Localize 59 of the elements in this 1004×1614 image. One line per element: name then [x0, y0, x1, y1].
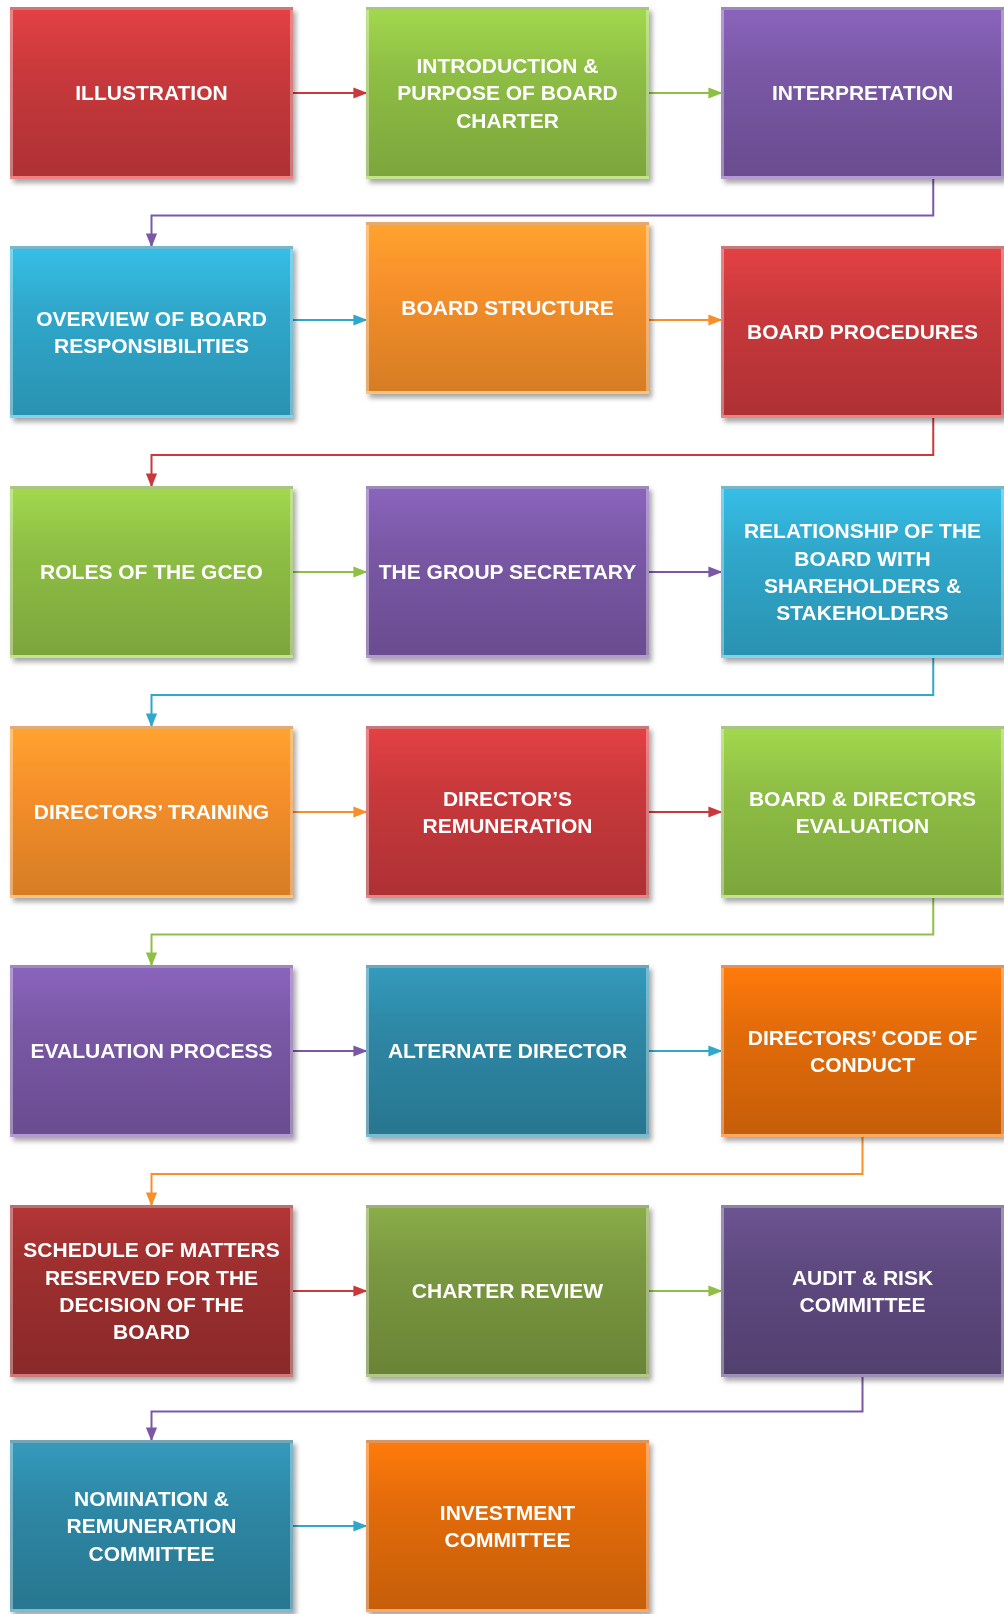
arrow: [648, 1285, 723, 1297]
process-box: [10, 486, 293, 658]
box-label: DIRECTORS’ CODE OF CONDUCT: [746, 1024, 979, 1078]
process-box: [366, 1440, 649, 1612]
arrow: [292, 87, 368, 99]
arrow: [648, 566, 723, 578]
box-label: EVALUATION PROCESS: [30, 1038, 273, 1065]
process-box: [721, 1205, 1004, 1377]
process-box: [721, 7, 1004, 179]
box-label: INTRODUCTION & PURPOSE OF BOARD CHARTER: [396, 53, 619, 134]
box-label: CHARTER REVIEW: [411, 1278, 604, 1305]
box-label: BOARD PROCEDURES: [747, 319, 978, 346]
process-box: [721, 246, 1004, 418]
arrow: [648, 314, 723, 326]
process-box: [366, 222, 649, 394]
arrow: [145, 1376, 864, 1442]
box-label: ROLES OF THE GCEO: [40, 559, 263, 586]
process-box: [721, 965, 1004, 1137]
box-label: INVESTMENT COMMITTEE: [438, 1499, 577, 1553]
process-box: [721, 726, 1004, 898]
box-label: BOARD STRUCTURE: [401, 295, 614, 322]
arrow: [292, 806, 368, 818]
process-box: [366, 7, 649, 179]
box-label: NOMINATION & REMUNERATION COMMITTEE: [65, 1486, 238, 1567]
arrow: [145, 1136, 864, 1207]
box-label: ALTERNATE DIRECTOR: [387, 1038, 628, 1065]
box-label: DIRECTORS’ TRAINING: [33, 799, 270, 826]
arrow: [648, 806, 723, 818]
process-box: [10, 726, 293, 898]
process-box: [10, 1205, 293, 1377]
arrow: [145, 178, 935, 248]
box-label: SCHEDULE OF MATTERS RESERVED FOR THE DECISION OF THE BOARD: [22, 1237, 281, 1346]
box-label: AUDIT & RISK COMMITTEE: [790, 1264, 935, 1318]
process-box: [366, 486, 649, 658]
box-label: BOARD & DIRECTORS EVALUATION: [747, 785, 978, 839]
arrow: [292, 1285, 368, 1297]
process-box: [721, 486, 1004, 658]
arrow: [292, 1045, 368, 1057]
arrow: [145, 657, 935, 728]
process-box: [366, 726, 649, 898]
arrow: [292, 314, 368, 326]
arrow: [145, 417, 935, 488]
box-label: THE GROUP SECRETARY: [378, 559, 637, 586]
arrow: [292, 1520, 368, 1532]
box-label: ILLUSTRATION: [75, 80, 228, 107]
arrow: [145, 897, 935, 967]
process-box: [366, 1205, 649, 1377]
box-label: RELATIONSHIP OF THE BOARD WITH SHAREHOLDERS & STAKEHOLDERS: [742, 518, 983, 627]
process-box: [10, 246, 293, 418]
box-label: DIRECTOR’S REMUNERATION: [421, 785, 594, 839]
process-box: [10, 1440, 293, 1612]
process-box: [10, 965, 293, 1137]
box-label: OVERVIEW OF BOARD RESPONSIBILITIES: [35, 305, 268, 359]
arrow: [292, 566, 368, 578]
arrow: [648, 1045, 723, 1057]
box-label: INTERPRETATION: [771, 80, 954, 107]
arrow: [648, 87, 723, 99]
process-box: [366, 965, 649, 1137]
process-box: [10, 7, 293, 179]
